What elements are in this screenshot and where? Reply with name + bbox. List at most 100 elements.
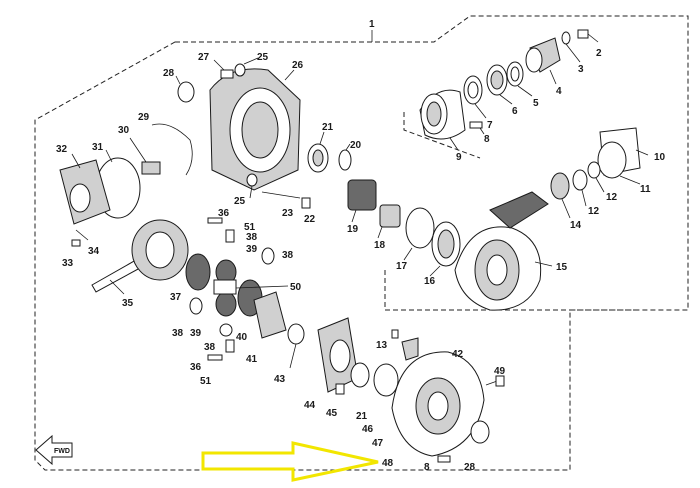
part-label-23: 23 (282, 208, 294, 219)
bushing-25-top (234, 57, 259, 77)
part-label-29: 29 (138, 112, 150, 123)
stud-49 (485, 375, 505, 387)
gasket-11 (597, 141, 641, 185)
part-label-12a: 12 (606, 192, 618, 203)
screw-33 (71, 239, 81, 247)
plate-41 (253, 291, 287, 339)
part-label-27: 27 (198, 52, 210, 63)
part-label-48: 48 (382, 458, 394, 469)
part-label-9: 9 (456, 152, 462, 163)
part-label-2: 2 (596, 48, 602, 59)
part-label-33: 33 (62, 258, 74, 269)
washer-3 (561, 31, 581, 63)
shim-16 (429, 221, 461, 277)
pinion-gear-39 (215, 259, 237, 317)
part-label-21b: 21 (356, 411, 368, 422)
seal-21-lower (350, 362, 370, 388)
part-label-26: 26 (292, 60, 304, 71)
diff-case-35 (131, 219, 189, 281)
needle-bearing-18 (377, 204, 401, 239)
pin-23 (261, 191, 301, 199)
highlight-arrow (201, 441, 379, 482)
spacer-51 (225, 229, 235, 353)
part-label-20: 20 (350, 140, 362, 151)
pinion-bearing-14 (550, 172, 571, 219)
actuator-32 (59, 153, 111, 225)
coupler-4 (525, 37, 561, 85)
part-label-36b: 36 (190, 362, 202, 373)
part-label-12b: 12 (588, 206, 600, 217)
part-label-7: 7 (487, 120, 493, 131)
part-label-18: 18 (374, 240, 386, 251)
part-label-38d: 38 (204, 342, 216, 353)
part-label-32: 32 (56, 144, 68, 155)
part-label-51a: 51 (244, 222, 256, 233)
part-label-3: 3 (578, 64, 584, 75)
sensor-30 (129, 137, 161, 175)
part-label-43: 43 (274, 374, 286, 385)
part-label-8b: 8 (424, 462, 430, 473)
part-label-41: 41 (246, 354, 258, 365)
bolt-45 (335, 383, 345, 395)
part-label-8: 8 (484, 134, 490, 145)
vent-tube-29 (151, 123, 193, 176)
part-label-22: 22 (304, 214, 316, 225)
part-label-14: 14 (570, 220, 582, 231)
part-label-34: 34 (88, 246, 100, 257)
part-label-51b: 51 (200, 376, 212, 387)
assembly-number: 1 (369, 19, 375, 30)
part-label-31: 31 (92, 142, 104, 153)
housing-26 (209, 68, 301, 191)
bolt-8-lower (437, 455, 451, 463)
part-label-25b: 25 (234, 196, 246, 207)
seal-5 (506, 61, 533, 97)
seal-28-lower (470, 420, 490, 444)
seal-28 (175, 75, 195, 103)
part-label-28a: 28 (163, 68, 175, 79)
part-label-46: 46 (362, 424, 374, 435)
part-label-44: 44 (304, 400, 316, 411)
part-label-21: 21 (322, 122, 334, 133)
part-label-19: 19 (347, 224, 359, 235)
part-label-39b: 39 (190, 328, 202, 339)
spider-50 (213, 279, 289, 295)
part-label-13: 13 (376, 340, 388, 351)
plug-27 (213, 59, 234, 79)
part-label-49: 49 (494, 366, 506, 377)
part-label-42: 42 (452, 349, 464, 360)
housing-9 (419, 89, 466, 151)
snap-ring-12 (572, 161, 605, 207)
ring-gear-15 (454, 191, 553, 311)
part-label-16: 16 (424, 276, 436, 287)
pin-13 (391, 329, 399, 339)
bearing-6 (486, 64, 513, 105)
part-label-38a: 38 (246, 232, 258, 243)
part-label-15: 15 (556, 262, 568, 273)
part-label-38c: 38 (172, 328, 184, 339)
part-label-39a: 39 (246, 244, 258, 255)
part-label-47: 47 (372, 438, 384, 449)
assembly-boundary (34, 15, 689, 471)
part-label-4: 4 (556, 86, 562, 97)
axle-spline-35 (91, 259, 141, 295)
pinion-boundary (403, 112, 481, 159)
snap-ring-20 (338, 143, 352, 171)
part-label-37: 37 (170, 292, 182, 303)
sleeve-19 (347, 179, 377, 223)
seal-21 (307, 131, 329, 173)
bracket-42 (401, 337, 419, 361)
bolt-8 (469, 121, 485, 135)
fitting-22 (301, 197, 311, 209)
part-label-11: 11 (640, 184, 651, 195)
part-label-36a: 36 (218, 208, 230, 219)
part-label-5: 5 (533, 98, 539, 109)
fwd-label: FWD (54, 448, 70, 455)
part-label-40: 40 (236, 332, 248, 343)
washer-43 (287, 323, 305, 369)
bushing-25 (246, 173, 258, 199)
ring-17 (403, 207, 435, 261)
washer-38 (189, 247, 275, 337)
part-label-17: 17 (396, 261, 408, 272)
bearing-46 (373, 363, 399, 397)
